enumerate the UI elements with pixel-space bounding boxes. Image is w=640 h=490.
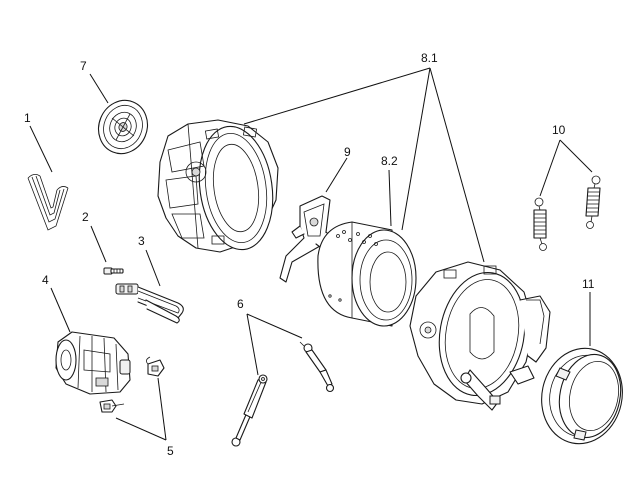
shock-absorber-right[interactable]	[299, 341, 335, 393]
rear-tub-half[interactable]	[157, 119, 280, 254]
leader-line-81b	[401, 67, 431, 231]
tub-spring-left[interactable]	[533, 197, 547, 251]
part-label-7: 7	[80, 59, 87, 73]
part-label-4: 4	[42, 273, 49, 287]
leader-line-3	[145, 249, 161, 287]
leader-line-4	[50, 287, 71, 333]
part-label-8-1: 8.1	[421, 51, 438, 65]
part-label-11: 11	[582, 277, 595, 291]
leader-line-81c	[429, 67, 485, 263]
part-label-9: 9	[344, 145, 351, 159]
leader-line-10a	[539, 139, 561, 197]
leader-line-81a	[243, 67, 431, 125]
washing-drum[interactable]	[317, 221, 417, 327]
heating-element[interactable]	[115, 283, 184, 324]
leader-line-7	[89, 73, 109, 104]
ntc-sensor[interactable]	[103, 267, 124, 275]
leader-line-9	[325, 157, 348, 193]
part-label-10: 10	[552, 123, 566, 137]
carbon-brush-left[interactable]	[99, 399, 125, 413]
leader-line-5b	[157, 377, 167, 441]
part-label-6: 6	[237, 297, 244, 311]
leader-line-1	[29, 125, 53, 173]
part-label-5: 5	[167, 444, 174, 458]
drum-pulley[interactable]	[91, 93, 156, 161]
leader-line-10b	[559, 139, 593, 173]
door-seal-ring[interactable]	[533, 341, 631, 452]
leader-line-6b	[246, 313, 303, 339]
leader-line-82	[388, 169, 392, 227]
front-tub-half[interactable]	[409, 261, 551, 411]
part-label-2: 2	[82, 210, 89, 224]
drive-motor[interactable]	[55, 331, 131, 395]
shock-absorber-left[interactable]	[231, 374, 268, 447]
leader-line-5a	[115, 417, 167, 441]
part-label-3: 3	[138, 234, 145, 248]
drive-belt[interactable]	[27, 174, 69, 231]
part-label-1: 1	[24, 111, 31, 125]
carbon-brush-right[interactable]	[146, 356, 165, 377]
leader-line-2	[90, 225, 107, 263]
leader-line-6a	[246, 313, 259, 376]
tub-spring-right[interactable]	[585, 175, 601, 229]
part-label-8-2: 8.2	[381, 154, 398, 168]
